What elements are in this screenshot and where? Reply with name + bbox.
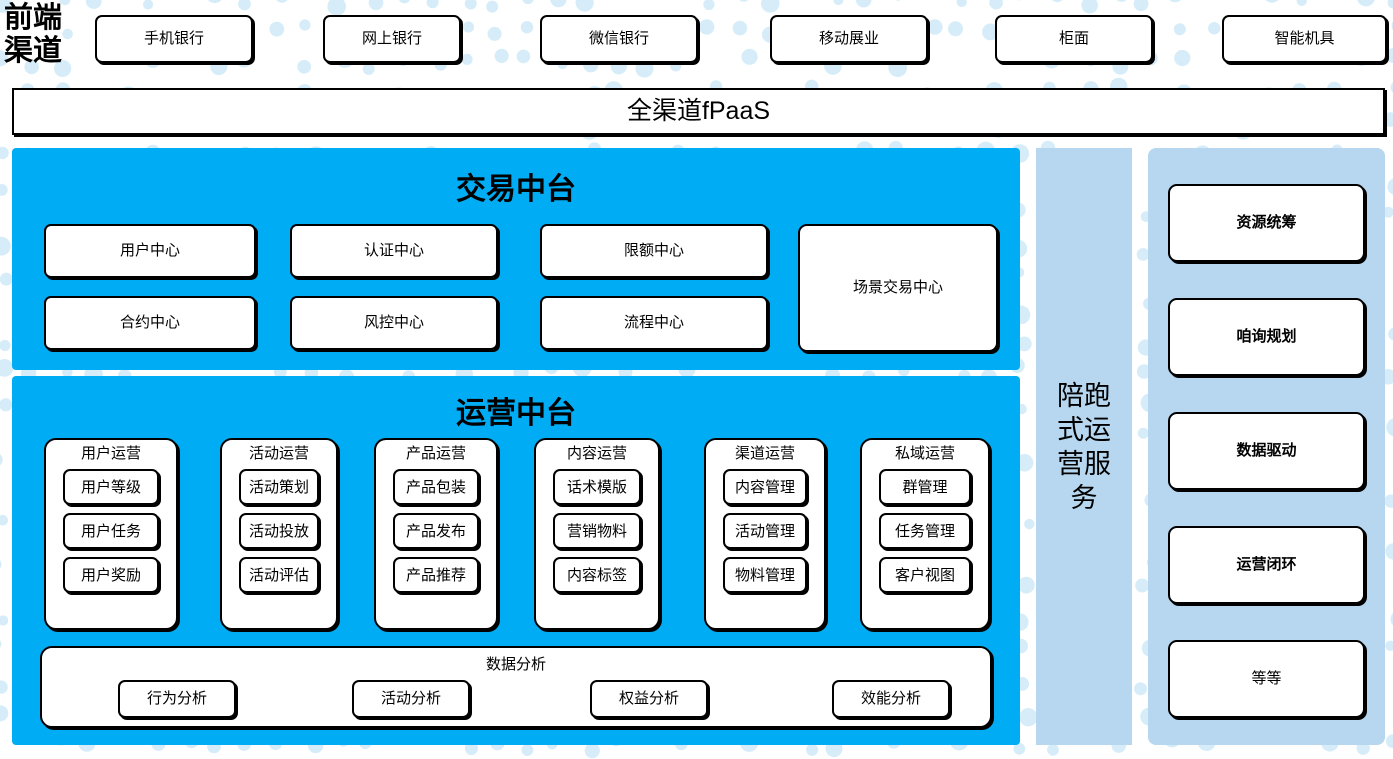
trade-center-title: 交易中台: [456, 173, 576, 206]
trade-tile-4[interactable]: 风控中心: [290, 296, 498, 350]
ops-column-title-5: 私域运营: [894, 445, 955, 462]
ops-item-0-1[interactable]: 用户任务: [63, 513, 159, 549]
trade-tile-2[interactable]: 限额中心: [540, 224, 768, 278]
ops-column-3: 内容运营话术模版营销物料内容标签: [534, 438, 660, 630]
ops-item-4-1[interactable]: 活动管理: [723, 513, 807, 549]
channel-box-4[interactable]: 柜面: [995, 15, 1153, 63]
pillar-card-1[interactable]: 咱询规划: [1168, 298, 1365, 376]
channel-box-3[interactable]: 移动展业: [770, 15, 928, 63]
ops-column-title-1: 活动运营: [248, 445, 309, 462]
ops-column-2: 产品运营产品包装产品发布产品推荐: [374, 438, 498, 630]
pillar-card-4[interactable]: 等等: [1168, 640, 1365, 718]
ops-column-0: 用户运营用户等级用户任务用户奖励: [44, 438, 178, 630]
ops-item-5-2[interactable]: 客户视图: [879, 557, 971, 593]
channel-box-2[interactable]: 微信银行: [540, 15, 698, 63]
ops-column-5: 私域运营群管理任务管理客户视图: [860, 438, 990, 630]
ops-item-1-0[interactable]: 活动策划: [239, 469, 319, 505]
pillar-card-2[interactable]: 数据驱动: [1168, 412, 1365, 490]
trade-tile-scene-transaction-center[interactable]: 场景交易中心: [798, 224, 998, 352]
ops-center-title: 运营中台: [456, 397, 576, 430]
data-analysis-item-3[interactable]: 效能分析: [832, 680, 950, 718]
pillar-card-0[interactable]: 资源统筹: [1168, 184, 1365, 262]
data-analysis-strip: 数据分析 行为分析 活动分析 权益分析 效能分析: [40, 646, 992, 728]
data-analysis-item-1[interactable]: 活动分析: [352, 680, 470, 718]
channel-box-5[interactable]: 智能机具: [1222, 15, 1387, 63]
companion-operation-service-label: 陪跑式运营服务: [1057, 380, 1111, 513]
ops-column-title-3: 内容运营: [566, 445, 627, 462]
data-analysis-title: 数据分析: [485, 656, 546, 673]
ops-item-2-2[interactable]: 产品推荐: [393, 557, 479, 593]
trade-tile-1[interactable]: 认证中心: [290, 224, 498, 278]
ops-column-title-4: 渠道运营: [734, 445, 795, 462]
ops-center-panel: 运营中台 用户运营用户等级用户任务用户奖励活动运营活动策划活动投放活动评估产品运…: [12, 376, 1020, 745]
channel-box-0[interactable]: 手机银行: [95, 15, 253, 63]
ops-item-4-2[interactable]: 物料管理: [723, 557, 807, 593]
companion-operation-service-strip: 陪跑式运营服务: [1036, 148, 1132, 745]
ops-item-4-0[interactable]: 内容管理: [723, 469, 807, 505]
ops-item-3-0[interactable]: 话术模版: [553, 469, 641, 505]
trade-center-panel: 交易中台 用户中心认证中心限额中心合约中心风控中心流程中心 场景交易中心: [12, 148, 1020, 370]
ops-column-4: 渠道运营内容管理活动管理物料管理: [704, 438, 826, 630]
frontend-channel-label: 前端 渠道: [4, 2, 78, 68]
ops-column-title-0: 用户运营: [80, 445, 141, 462]
ops-item-3-1[interactable]: 营销物料: [553, 513, 641, 549]
ops-item-1-1[interactable]: 活动投放: [239, 513, 319, 549]
ops-item-0-2[interactable]: 用户奖励: [63, 557, 159, 593]
trade-tile-5[interactable]: 流程中心: [540, 296, 768, 350]
trade-tile-3[interactable]: 合约中心: [44, 296, 256, 350]
ops-item-5-1[interactable]: 任务管理: [879, 513, 971, 549]
ops-column-title-2: 产品运营: [405, 445, 466, 462]
ops-item-2-0[interactable]: 产品包装: [393, 469, 479, 505]
data-analysis-item-0[interactable]: 行为分析: [118, 680, 236, 718]
channel-box-1[interactable]: 网上银行: [323, 15, 461, 63]
fpaas-bar[interactable]: 全渠道fPaaS: [12, 88, 1385, 135]
ops-item-0-0[interactable]: 用户等级: [63, 469, 159, 505]
ops-column-1: 活动运营活动策划活动投放活动评估: [220, 438, 338, 630]
service-pillars-panel: 资源统筹咱询规划数据驱动运营闭环等等: [1148, 148, 1385, 745]
ops-item-5-0[interactable]: 群管理: [879, 469, 971, 505]
trade-tile-0[interactable]: 用户中心: [44, 224, 256, 278]
ops-item-2-1[interactable]: 产品发布: [393, 513, 479, 549]
pillar-card-3[interactable]: 运营闭环: [1168, 526, 1365, 604]
frontend-channel-label-line2: 渠道: [4, 35, 63, 67]
data-analysis-item-2[interactable]: 权益分析: [590, 680, 708, 718]
ops-item-3-2[interactable]: 内容标签: [553, 557, 641, 593]
ops-item-1-2[interactable]: 活动评估: [239, 557, 319, 593]
frontend-channel-label-line1: 前端: [4, 2, 63, 34]
